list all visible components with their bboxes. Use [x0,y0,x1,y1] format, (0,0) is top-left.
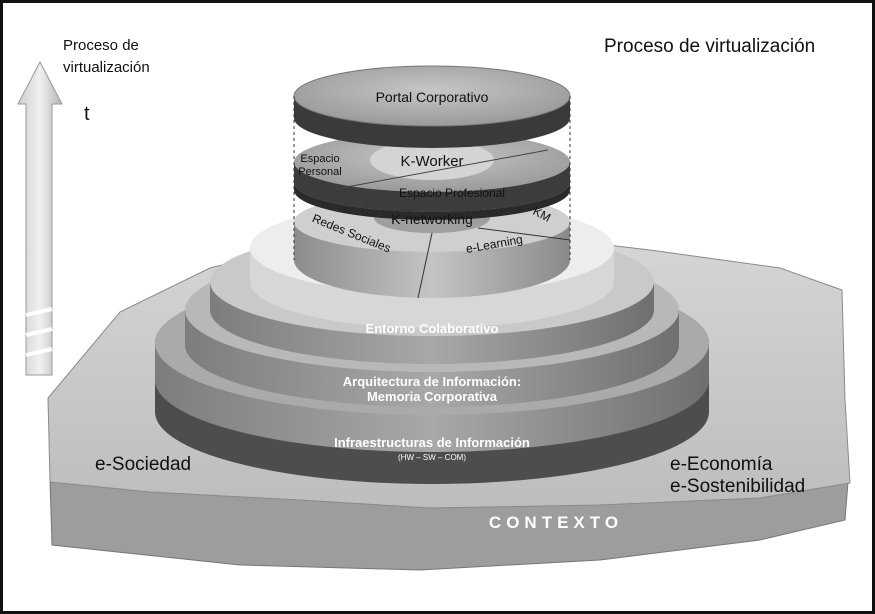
kworker-layer [294,132,570,220]
page-title: Proceso de virtualización [604,36,815,57]
personal-space-label-2: Personal [298,166,341,178]
time-symbol: t [84,103,90,125]
architecture-label-1: Arquitectura de Información: [343,374,521,389]
infrastructure-sublabel: (HW – SW – COM) [398,453,466,462]
collaborative-label: Entorno Colaborativo [366,321,499,336]
kworker-label: K-Worker [400,153,463,170]
professional-space-label: Espacio Profesional [399,186,505,200]
infrastructure-label: Infraestructuras de Información [334,435,530,450]
arrow-label-line1: Proceso de [63,37,139,54]
society-label: e-Sociedad [95,454,191,475]
personal-space-label-1: Espacio [300,153,339,165]
economy-label-2: e-Sostenibilidad [670,476,805,497]
portal-layer [293,65,571,148]
virtualization-arrow [17,60,63,376]
architecture-label-2: Memoria Corporativa [367,389,498,404]
portal-label: Portal Corporativo [376,89,489,105]
economy-label-1: e-Economía [670,454,773,475]
knetworking-label: K-networking [391,211,473,227]
arrow-label-line2: virtualización [63,59,150,76]
context-label: CONTEXTO [489,513,623,532]
